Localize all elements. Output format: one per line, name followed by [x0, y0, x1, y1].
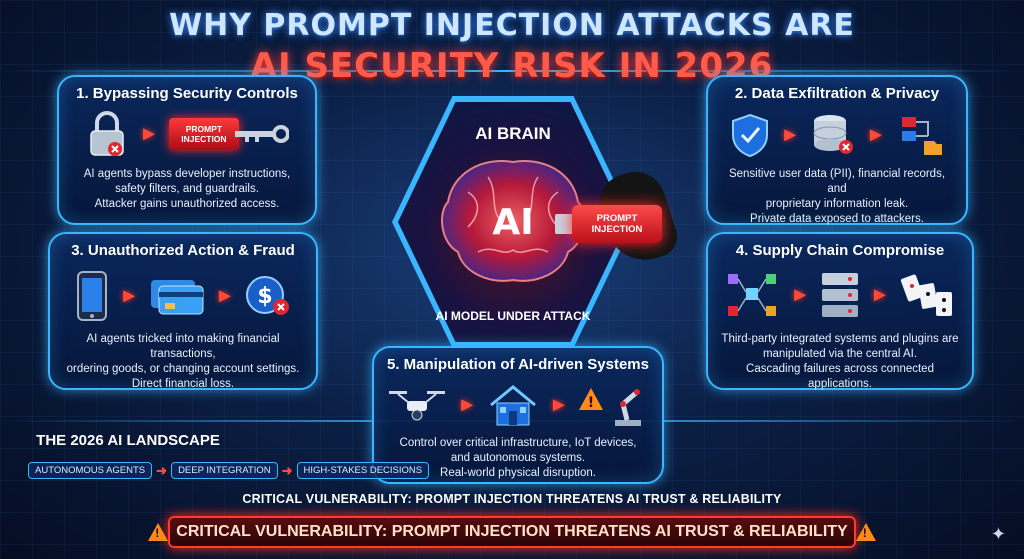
- prompt-injection-badge: PROMPT INJECTION: [168, 118, 239, 150]
- brain-ai-label: AI: [492, 202, 533, 243]
- arrow-icon: ►: [119, 284, 139, 307]
- arrow-icon: ►: [780, 123, 800, 146]
- landscape-flow: AUTONOMOUS AGENTS ➜ DEEP INTEGRATION ➜ H…: [28, 462, 430, 479]
- critical-banner-text: CRITICAL VULNERABILITY: PROMPT INJECTION…: [176, 523, 848, 540]
- arrow-icon: ►: [870, 283, 890, 306]
- critical-subtitle: CRITICAL VULNERABILITY: PROMPT INJECTION…: [242, 492, 782, 506]
- shield-icon: [732, 113, 769, 157]
- panel-description: AI agents tricked into making financial …: [66, 333, 300, 390]
- dominoes-icon: [900, 274, 952, 316]
- arrow-icon: ►: [866, 123, 886, 146]
- usb-prompt-injection: PROMPT INJECTION: [572, 205, 662, 243]
- dollar-coin-icon: $: [245, 276, 289, 315]
- brain-caption: AI MODEL UNDER ATTACK: [435, 309, 591, 323]
- warning-icon: [855, 523, 876, 541]
- smartphone-icon: [77, 271, 108, 321]
- panel-description: Sensitive user data (PII), financial rec…: [728, 168, 946, 225]
- panel-title: 5. Manipulation of AI-driven Systems: [387, 356, 649, 373]
- arrow-icon: ►: [215, 284, 235, 307]
- database-icon: [813, 115, 853, 154]
- arrow-icon: ►: [457, 393, 477, 416]
- panel-title: 4. Supply Chain Compromise: [735, 242, 945, 259]
- panel-title: 3. Unauthorized Action & Fraud: [71, 242, 295, 259]
- panel-description: Third-party integrated systems and plugi…: [721, 333, 959, 390]
- decor-line: [0, 70, 1024, 72]
- panel-icons: ► PROMPT INJECTION: [59, 111, 315, 157]
- plugin-network-icon: [728, 274, 777, 316]
- arrow-icon: ➜: [281, 462, 293, 478]
- landscape-title: THE 2026 AI LANDSCAPE: [36, 432, 220, 449]
- page-title-line-1: WHY PROMPT INJECTION ATTACKS ARE: [169, 8, 855, 43]
- panel-icons: ► ► !: [374, 382, 662, 428]
- arrow-icon: ►: [790, 283, 810, 306]
- svg-text:$: $: [257, 284, 272, 309]
- panel-unauthorized-action: 3. Unauthorized Action & Fraud ► ► $ AI …: [48, 232, 318, 390]
- panel-description: Control over critical infrastructure, Io…: [399, 437, 637, 479]
- server-icon: [822, 273, 858, 317]
- padlock-icon: [90, 111, 124, 156]
- key-icon: [234, 125, 289, 143]
- brain-title: AI BRAIN: [475, 124, 551, 143]
- network-folder-icon: [901, 117, 942, 155]
- landscape-item: AUTONOMOUS AGENTS: [28, 462, 153, 479]
- panel-title: 1. Bypassing Security Controls: [76, 85, 298, 102]
- brain-icon: AI: [441, 160, 585, 282]
- svg-text:!: !: [588, 395, 594, 411]
- smart-home-icon: [490, 385, 536, 426]
- usb-plug: [555, 214, 573, 234]
- drone-icon: [389, 391, 446, 421]
- landscape-item: HIGH-STAKES DECISIONS: [296, 462, 430, 479]
- panel-icons: ► ►: [708, 270, 972, 320]
- landscape-item: DEEP INTEGRATION: [171, 462, 278, 479]
- panel-icons: ► ►: [708, 113, 966, 157]
- arrow-icon: ►: [139, 122, 159, 145]
- credit-card-icon: [151, 280, 204, 315]
- warning-robot-arm-icon: !: [578, 388, 641, 426]
- panel-data-exfiltration: 2. Data Exfiltration & Privacy ► ► Sensi…: [706, 75, 968, 225]
- panel-bypassing-security: 1. Bypassing Security Controls ► PROMPT …: [57, 75, 317, 225]
- panel-description: AI agents bypass developer instructions,…: [83, 168, 291, 210]
- page-title-line-2: AI SECURITY RISK IN 2026: [250, 46, 774, 86]
- panel-title: 2. Data Exfiltration & Privacy: [734, 85, 940, 102]
- arrow-icon: ►: [549, 393, 569, 416]
- warning-icon: [148, 523, 169, 541]
- arrow-icon: ➜: [156, 462, 168, 478]
- ai-landscape: THE 2026 AI LANDSCAPE AUTONOMOUS AGENTS …: [28, 432, 430, 484]
- critical-banner: CRITICAL VULNERABILITY: PROMPT INJECTION…: [148, 516, 876, 548]
- prompt-injection-key: PROMPT INJECTION: [168, 114, 289, 154]
- panel-manipulation: 5. Manipulation of AI-driven Systems ► ►…: [372, 346, 664, 484]
- sparkle-icon: ✦: [990, 524, 1006, 544]
- panel-icons: ► ► $: [50, 270, 316, 322]
- panel-supply-chain: 4. Supply Chain Compromise ► ► Third-par…: [706, 232, 974, 390]
